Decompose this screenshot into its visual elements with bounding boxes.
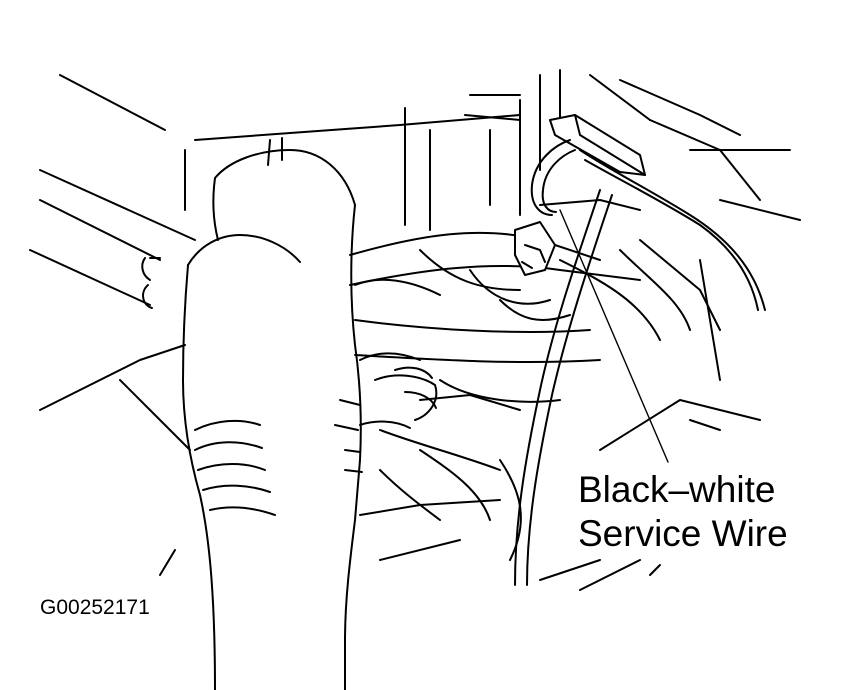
service-wire-icon [514, 139, 766, 586]
callout-line-1: Black–white [578, 469, 776, 510]
service-wire-callout: Black–white Service Wire [578, 468, 788, 556]
callout-line-2: Service Wire [578, 513, 788, 554]
hand-icon [141, 257, 441, 429]
pipe-bundle [349, 231, 691, 561]
arm-sleeve [182, 137, 363, 690]
connector-icon [514, 114, 646, 276]
figure-id: G00252171 [40, 596, 150, 619]
background-structure [29, 69, 801, 591]
